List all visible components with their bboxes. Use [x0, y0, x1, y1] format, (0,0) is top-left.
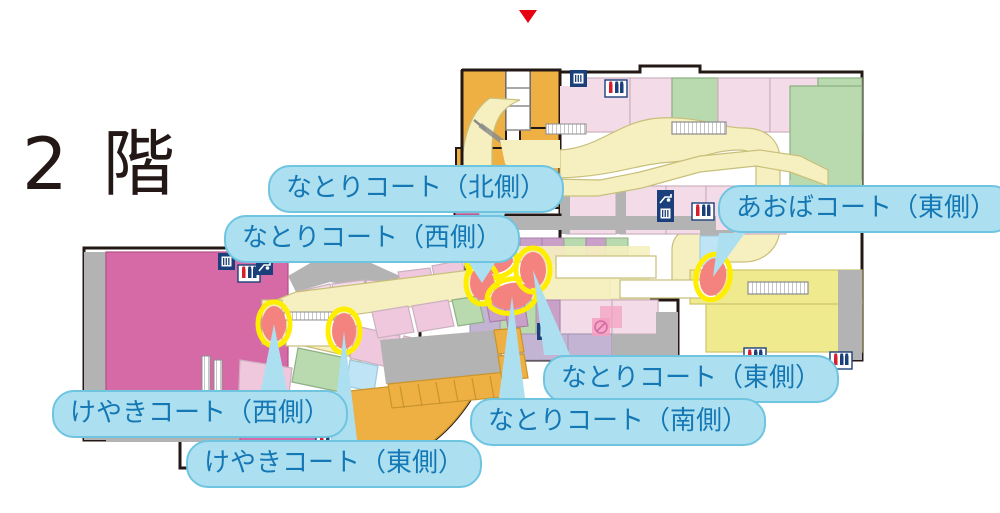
- callout-natori-west[interactable]: なとりコート（西側）: [224, 215, 521, 263]
- escalator-icon: [657, 190, 674, 207]
- service-core: [380, 330, 506, 384]
- callout-natori-east[interactable]: なとりコート（東側）: [543, 355, 840, 403]
- north-marker-icon: [519, 10, 537, 23]
- shop: [411, 299, 455, 333]
- callout-tail-natori-west: [469, 263, 495, 283]
- callout-natori-north[interactable]: なとりコート（北側）: [268, 165, 565, 213]
- wall-bar: [466, 216, 716, 230]
- callout-tail-aoba-east: [713, 233, 745, 277]
- service-core: [656, 312, 678, 360]
- page-title: 2 階: [22, 122, 181, 206]
- escalator-graphic: [747, 281, 809, 295]
- wall: [838, 270, 862, 360]
- court-void: [555, 255, 657, 279]
- callout-tail-keyaki-west: [261, 324, 287, 390]
- callout-label: けやきコート（東側）: [204, 448, 465, 478]
- callout-natori-south[interactable]: なとりコート（南側）: [470, 398, 767, 446]
- escalator-graphic: [545, 123, 587, 135]
- elevator-icon: [657, 205, 674, 222]
- elevator-icon: [570, 70, 587, 87]
- corridor-north-snake: [499, 123, 829, 197]
- callout-tail-natori-east: [533, 270, 570, 355]
- callout-keyaki-west[interactable]: けやきコート（西側）: [52, 390, 349, 438]
- marker-glow-ring: [513, 245, 553, 295]
- callout-label: けやきコート（西側）: [70, 398, 331, 428]
- callout-aoba-east[interactable]: あおばコート（東側）: [718, 185, 1000, 233]
- restroom-icon: [604, 79, 628, 98]
- callout-tail-natori-south: [499, 296, 525, 398]
- callout-keyaki-east[interactable]: けやきコート（東側）: [186, 440, 483, 488]
- shop: [371, 305, 415, 339]
- service-core: [616, 188, 626, 234]
- callout-label: なとりコート（北側）: [286, 173, 547, 203]
- restroom-icon: [237, 264, 261, 283]
- callout-label: なとりコート（西側）: [242, 223, 503, 253]
- escalator-graphic: [671, 121, 727, 135]
- callout-label: なとりコート（東側）: [561, 363, 822, 393]
- restroom-icon: [691, 202, 715, 221]
- no-smoking-icon: [592, 318, 610, 336]
- callout-label: なとりコート（南側）: [488, 406, 749, 436]
- service-core: [560, 188, 570, 234]
- callout-label: あおばコート（東側）: [736, 193, 997, 223]
- stall-grid: [399, 375, 495, 409]
